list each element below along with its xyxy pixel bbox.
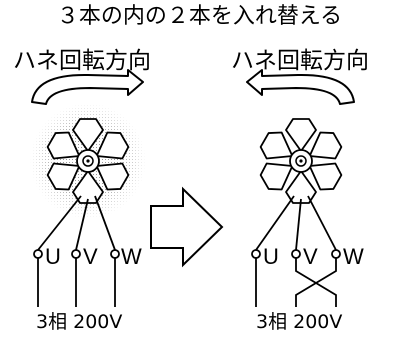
right-counterclockwise-arrow-icon <box>246 69 355 105</box>
left-power-label: 3相 200V <box>36 311 123 333</box>
left-terminal-v: V <box>83 244 98 269</box>
right-terminal-w: W <box>343 244 364 269</box>
left-rotation-label: ハネ回転方向 <box>13 48 151 74</box>
left-wiring <box>33 195 120 307</box>
right-fan-icon <box>256 118 346 204</box>
diagram-title: ３本の内の２本を入れ替える <box>56 4 343 29</box>
left-clockwise-arrow-icon <box>31 69 144 105</box>
left-terminal-u: U <box>45 244 61 269</box>
center-right-arrow-icon <box>150 186 224 268</box>
left-terminal-w: W <box>121 244 142 269</box>
right-terminal-u: U <box>263 244 279 269</box>
right-wiring <box>251 195 341 307</box>
right-terminal-v: V <box>303 244 318 269</box>
right-power-label: 3相 200V <box>256 311 343 333</box>
left-fan-icon <box>28 101 148 221</box>
right-rotation-label: ハネ回転方向 <box>231 48 369 74</box>
